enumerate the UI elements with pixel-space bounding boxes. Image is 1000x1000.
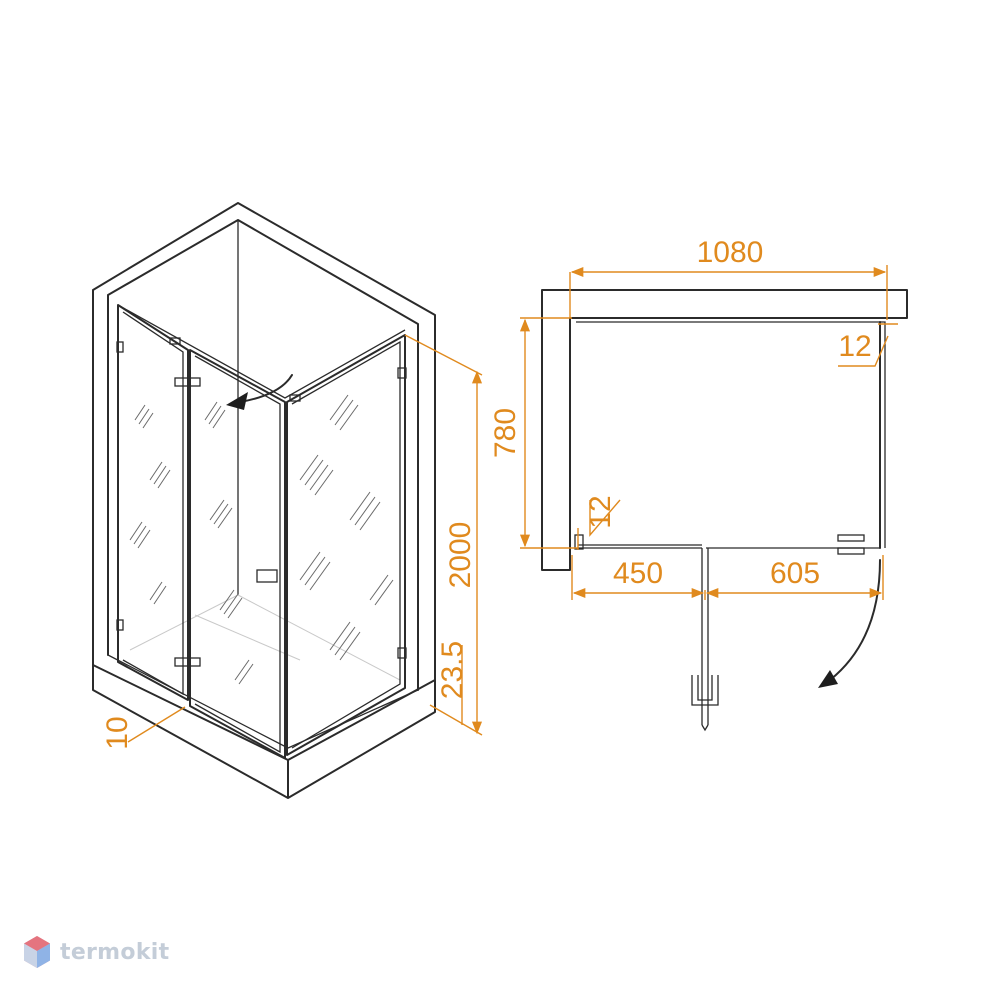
dim-height: 2000: [404, 334, 483, 736]
door-panel-inner: [194, 355, 281, 754]
dim-fixed-panel-label: 450: [613, 557, 663, 590]
swing-arrow-head: [226, 392, 248, 410]
hinge-bottom: [174, 657, 201, 667]
hinges: [116, 337, 407, 667]
top-profile: [117, 304, 406, 399]
fixed-panel-front: [117, 304, 189, 701]
dim-depth: 780: [489, 317, 578, 549]
enclosure-outline: [576, 321, 886, 549]
bracket-right-top: [397, 367, 407, 379]
swing-arc-arrow-icon: [818, 670, 838, 688]
fixed-panel-inner: [122, 311, 184, 696]
hinge-plan-2: [837, 547, 865, 555]
dim-gap-label: 10: [101, 716, 134, 749]
bracket-left-top: [116, 341, 124, 353]
door-open-tip: [701, 724, 709, 732]
floor-line-inner: [194, 614, 301, 661]
room-wall-outline: [92, 202, 436, 681]
isometric-view: 2000 23.5 10: [92, 202, 483, 799]
dim-base-label: 23.5: [436, 641, 469, 699]
dim-wall-gap-side: 12: [577, 495, 621, 550]
door-handle: [256, 569, 278, 583]
dim-height-label: 2000: [444, 522, 477, 589]
brand-logo: termokit: [22, 934, 169, 970]
dim-wall-gap-top: 12: [838, 323, 898, 367]
swing-arrow-icon: [239, 374, 293, 403]
door-open-hinge: [691, 675, 719, 706]
hinge-top: [174, 377, 201, 387]
side-panel: [286, 334, 406, 756]
bracket-top-corner: [169, 337, 181, 345]
bracket-left-bottom: [116, 619, 124, 631]
room-wall-inner: [107, 219, 419, 691]
hinge-plan: [837, 534, 865, 542]
dim-gap-top-label: 12: [838, 330, 871, 363]
door-open-leaf: [701, 548, 709, 725]
bracket-side-corner: [289, 394, 301, 402]
dim-total-width: 1080: [569, 236, 888, 320]
glass-reflections: [129, 394, 394, 685]
dim-gap-side-label: 12: [584, 495, 617, 528]
dim-base-height: 23.5: [436, 641, 469, 725]
floor-line: [129, 594, 401, 681]
dim-panels: 450 605: [571, 555, 884, 600]
dim-door-panel-label: 605: [770, 557, 820, 590]
wall-bracket-plan: [574, 534, 584, 550]
brand-name: termokit: [60, 939, 170, 965]
side-panel-inner: [291, 340, 401, 749]
dim-depth-label: 780: [489, 408, 522, 458]
base-platform: [92, 664, 436, 799]
bracket-right-bottom: [397, 647, 407, 659]
dim-profile-gap: 10: [101, 706, 186, 750]
swing-arc: [829, 559, 881, 681]
door-panel: [189, 349, 286, 759]
brand-logo-icon: [24, 936, 50, 968]
plan-view: 1080 780 12 12 450 605: [489, 236, 908, 732]
dim-width-label: 1080: [697, 236, 764, 269]
